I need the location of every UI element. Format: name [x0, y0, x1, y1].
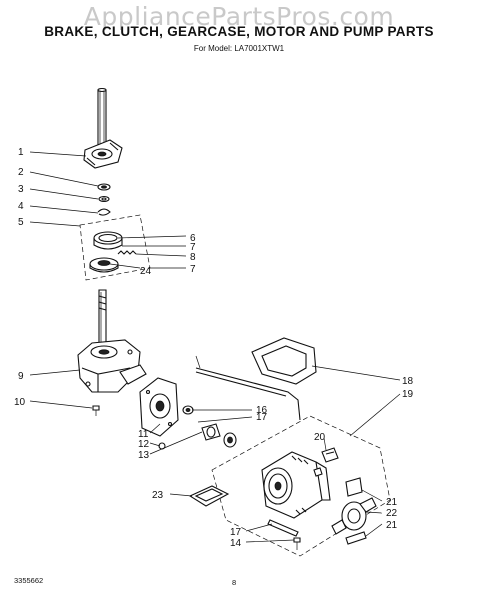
gasket-23 [188, 485, 230, 507]
washer-2 [97, 183, 111, 191]
callout-3: 3 [18, 184, 24, 195]
watermark: AppliancePartsPros.com [83, 2, 395, 31]
screw-14 [293, 537, 301, 550]
motor-bracket-21 [345, 477, 363, 497]
callout-12: 12 [138, 439, 150, 450]
brake-shaft [97, 87, 107, 151]
callout-20: 20 [314, 432, 326, 443]
callout-18: 18 [402, 376, 414, 387]
brake-cam-hub [83, 139, 123, 169]
clip-17-lower [267, 519, 299, 537]
callout-9: 9 [18, 371, 24, 382]
leader-lines [29, 151, 401, 543]
callout-23: 23 [152, 490, 164, 501]
callout-21-upper: 21 [386, 497, 398, 508]
callout-14: 14 [230, 538, 242, 549]
page-title: BRAKE, CLUTCH, GEARCASE, MOTOR AND PUMP … [44, 24, 434, 39]
retaining-ring-4 [97, 208, 111, 216]
callout-7-upper: 7 [190, 242, 196, 253]
bearing-16 [182, 405, 194, 415]
gearcase [77, 339, 147, 393]
document-number: 3355662 [14, 576, 44, 585]
callout-8: 8 [190, 252, 196, 263]
callout-4: 4 [18, 201, 24, 212]
callout-2: 2 [18, 167, 24, 178]
coupling-13 [201, 423, 221, 441]
callout-22: 22 [386, 508, 398, 519]
callout-24: 24 [140, 266, 152, 277]
callout-21-lower: 21 [386, 520, 398, 531]
callout-17-upper: 17 [256, 412, 268, 423]
brake-drum [93, 231, 123, 250]
callout-5: 5 [18, 217, 24, 228]
pump-cover-18 [251, 337, 317, 385]
callout-17-lower: 17 [230, 527, 242, 538]
callout-7-lower: 7 [190, 264, 196, 275]
callout-11: 11 [138, 429, 149, 440]
motor [261, 451, 331, 519]
brake-rotor [89, 257, 119, 273]
coupling-hub [223, 432, 237, 448]
page-number: 8 [232, 578, 237, 587]
motor-capacitor-20 [321, 447, 339, 463]
callout-6: 6 [190, 233, 196, 244]
washer-3 [98, 195, 110, 203]
callout-10: 10 [14, 397, 26, 408]
pump-22 [331, 497, 377, 535]
agitator-shaft [98, 289, 107, 349]
screw-10 [92, 405, 100, 416]
callout-19: 19 [402, 389, 414, 400]
callout-16: 16 [256, 405, 268, 416]
callout-1: 1 [18, 147, 24, 158]
clip-21 [345, 531, 367, 545]
mounting-plate [139, 377, 179, 437]
brake-spring [117, 250, 137, 255]
callout-13: 13 [138, 450, 150, 461]
model-subtitle: For Model: LA7001XTW1 [193, 44, 285, 53]
